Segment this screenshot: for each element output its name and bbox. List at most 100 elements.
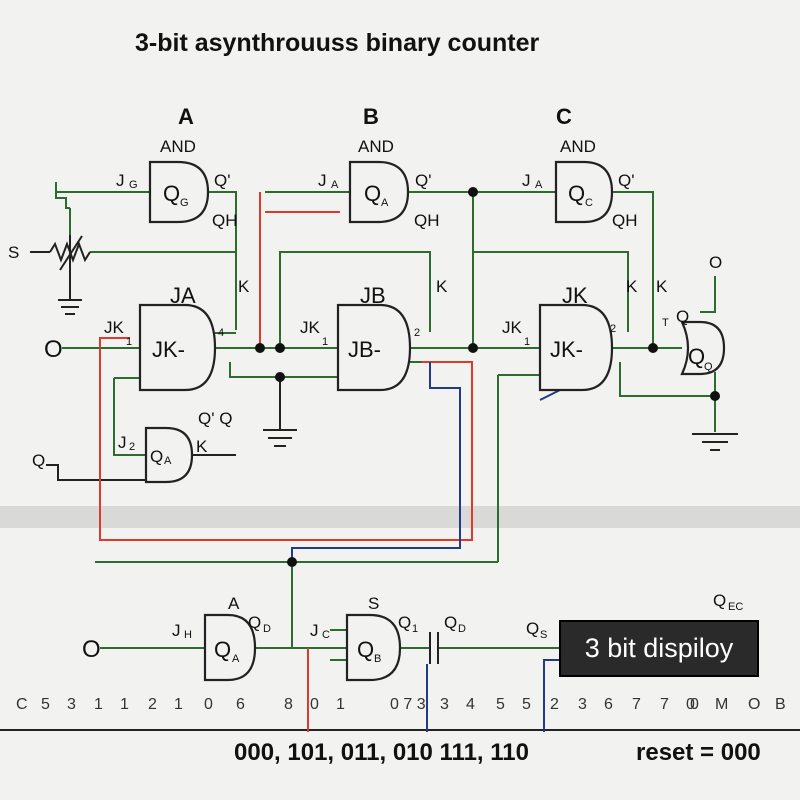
ruler-item: 5	[522, 696, 531, 713]
svg-text:Q' Q: Q' Q	[198, 409, 232, 428]
svg-text:QH: QH	[212, 211, 238, 230]
svg-text:A: A	[232, 653, 240, 665]
svg-text:JK-: JK-	[152, 337, 185, 362]
ruler-item: 6	[604, 696, 613, 713]
svg-text:A: A	[381, 197, 389, 209]
ruler-item: 4	[466, 696, 475, 713]
grey-band	[0, 506, 800, 528]
black-wires	[0, 235, 800, 731]
svg-text:Q: Q	[704, 361, 713, 373]
blue-wires	[291, 362, 601, 732]
svg-text:JB-: JB-	[348, 337, 381, 362]
qec-label: Q EC	[713, 591, 743, 613]
ruler-item: B	[775, 696, 786, 713]
svg-text:1: 1	[126, 336, 132, 348]
top-gate-3: Q C J A Q' QH	[522, 160, 638, 230]
ruler-item: 0	[686, 696, 695, 713]
svg-text:Q: Q	[526, 619, 539, 638]
ruler-item: 5	[496, 696, 505, 713]
page-title: 3-bit asynthrouuss binary counter	[135, 29, 540, 57]
column-label-b: B	[363, 104, 379, 129]
s-input-label: S	[8, 243, 19, 262]
ruler-item: 0	[204, 696, 213, 713]
column-label-c: C	[556, 104, 572, 129]
ruler-item: 0	[310, 696, 319, 713]
svg-text:G: G	[129, 179, 138, 191]
svg-text:K: K	[626, 277, 638, 296]
svg-text:Q: Q	[398, 613, 411, 632]
svg-text:2: 2	[129, 441, 135, 453]
svg-text:Q: Q	[676, 307, 689, 326]
ruler-item: 3	[440, 696, 449, 713]
ruler-item: 1	[94, 696, 103, 713]
svg-text:H: H	[184, 629, 192, 641]
svg-text:Q: Q	[568, 181, 585, 206]
svg-text:1: 1	[322, 336, 328, 348]
bottom-o-label: O	[82, 636, 101, 663]
ruler-item: 3	[578, 696, 587, 713]
flipflop-jk: JK- JK JK 1 2 K	[502, 277, 638, 392]
o-input-label: O	[44, 336, 63, 363]
svg-text:A: A	[535, 179, 543, 191]
svg-text:A: A	[164, 455, 172, 467]
ruler-item: 7	[632, 696, 641, 713]
svg-text:JA: JA	[170, 283, 196, 308]
svg-text:T: T	[662, 317, 669, 329]
svg-text:JK: JK	[562, 283, 588, 308]
ruler-item: 7	[660, 696, 669, 713]
svg-text:J: J	[172, 621, 181, 640]
svg-text:Q: Q	[214, 637, 231, 662]
ruler-item: 5	[41, 696, 50, 713]
svg-text:Q: Q	[713, 591, 726, 610]
svg-text:D: D	[458, 623, 466, 635]
qs-label: Q S	[526, 619, 547, 641]
svg-text:S: S	[368, 594, 379, 613]
svg-text:1: 1	[524, 336, 530, 348]
junctions	[255, 187, 720, 567]
svg-text:Q': Q'	[618, 171, 634, 190]
ruler-item: 6	[236, 696, 245, 713]
svg-text:B: B	[374, 653, 381, 665]
svg-text:JB: JB	[360, 283, 386, 308]
svg-text:Q: Q	[688, 344, 705, 369]
ruler-item: 2	[550, 696, 559, 713]
svg-text:JK: JK	[502, 318, 523, 337]
svg-text:Q: Q	[364, 181, 381, 206]
right-output-gate: Q Q K O Q T	[656, 253, 726, 376]
sequence-text: 000, 101, 011, 010 111, 110	[234, 739, 529, 766]
svg-text:Q: Q	[444, 613, 457, 632]
ruler-item: 2	[148, 696, 157, 713]
svg-text:J: J	[118, 433, 127, 452]
ruler-item: 1	[120, 696, 129, 713]
svg-text:J: J	[522, 171, 531, 190]
svg-text:EC: EC	[728, 601, 743, 613]
svg-text:J: J	[116, 171, 125, 190]
reset-text: reset = 000	[636, 739, 761, 766]
green-wires	[55, 182, 716, 661]
ruler-item: 3	[67, 696, 76, 713]
svg-text:2: 2	[610, 323, 616, 335]
column-label-a: A	[178, 104, 194, 129]
svg-text:1: 1	[412, 623, 418, 635]
lower-gate: Q A J 2 K Q' Q Q	[32, 409, 232, 484]
svg-text:A: A	[228, 594, 240, 613]
ruler-item: 8	[284, 696, 293, 713]
svg-text:QH: QH	[612, 211, 638, 230]
svg-text:JK: JK	[300, 318, 321, 337]
svg-text:Q': Q'	[415, 171, 431, 190]
top-gate-2: Q A J A Q' QH	[318, 160, 440, 230]
ruler-item: C	[16, 696, 28, 713]
ruler-item: 0 7 3	[390, 696, 426, 713]
bottom-gate-1: Q A A J H Q D	[172, 594, 271, 682]
svg-text:A: A	[331, 179, 339, 191]
svg-text:C: C	[585, 197, 593, 209]
svg-text:Q: Q	[32, 451, 45, 470]
bottom-gate-2: Q B S J C Q 1	[310, 594, 418, 682]
svg-text:QH: QH	[414, 211, 440, 230]
svg-text:K: K	[196, 437, 208, 456]
top-gate-1: Q G J G Q' QH	[116, 160, 238, 230]
qd-label: Q D	[444, 613, 466, 635]
svg-text:K: K	[436, 277, 448, 296]
svg-text:O: O	[709, 253, 722, 272]
